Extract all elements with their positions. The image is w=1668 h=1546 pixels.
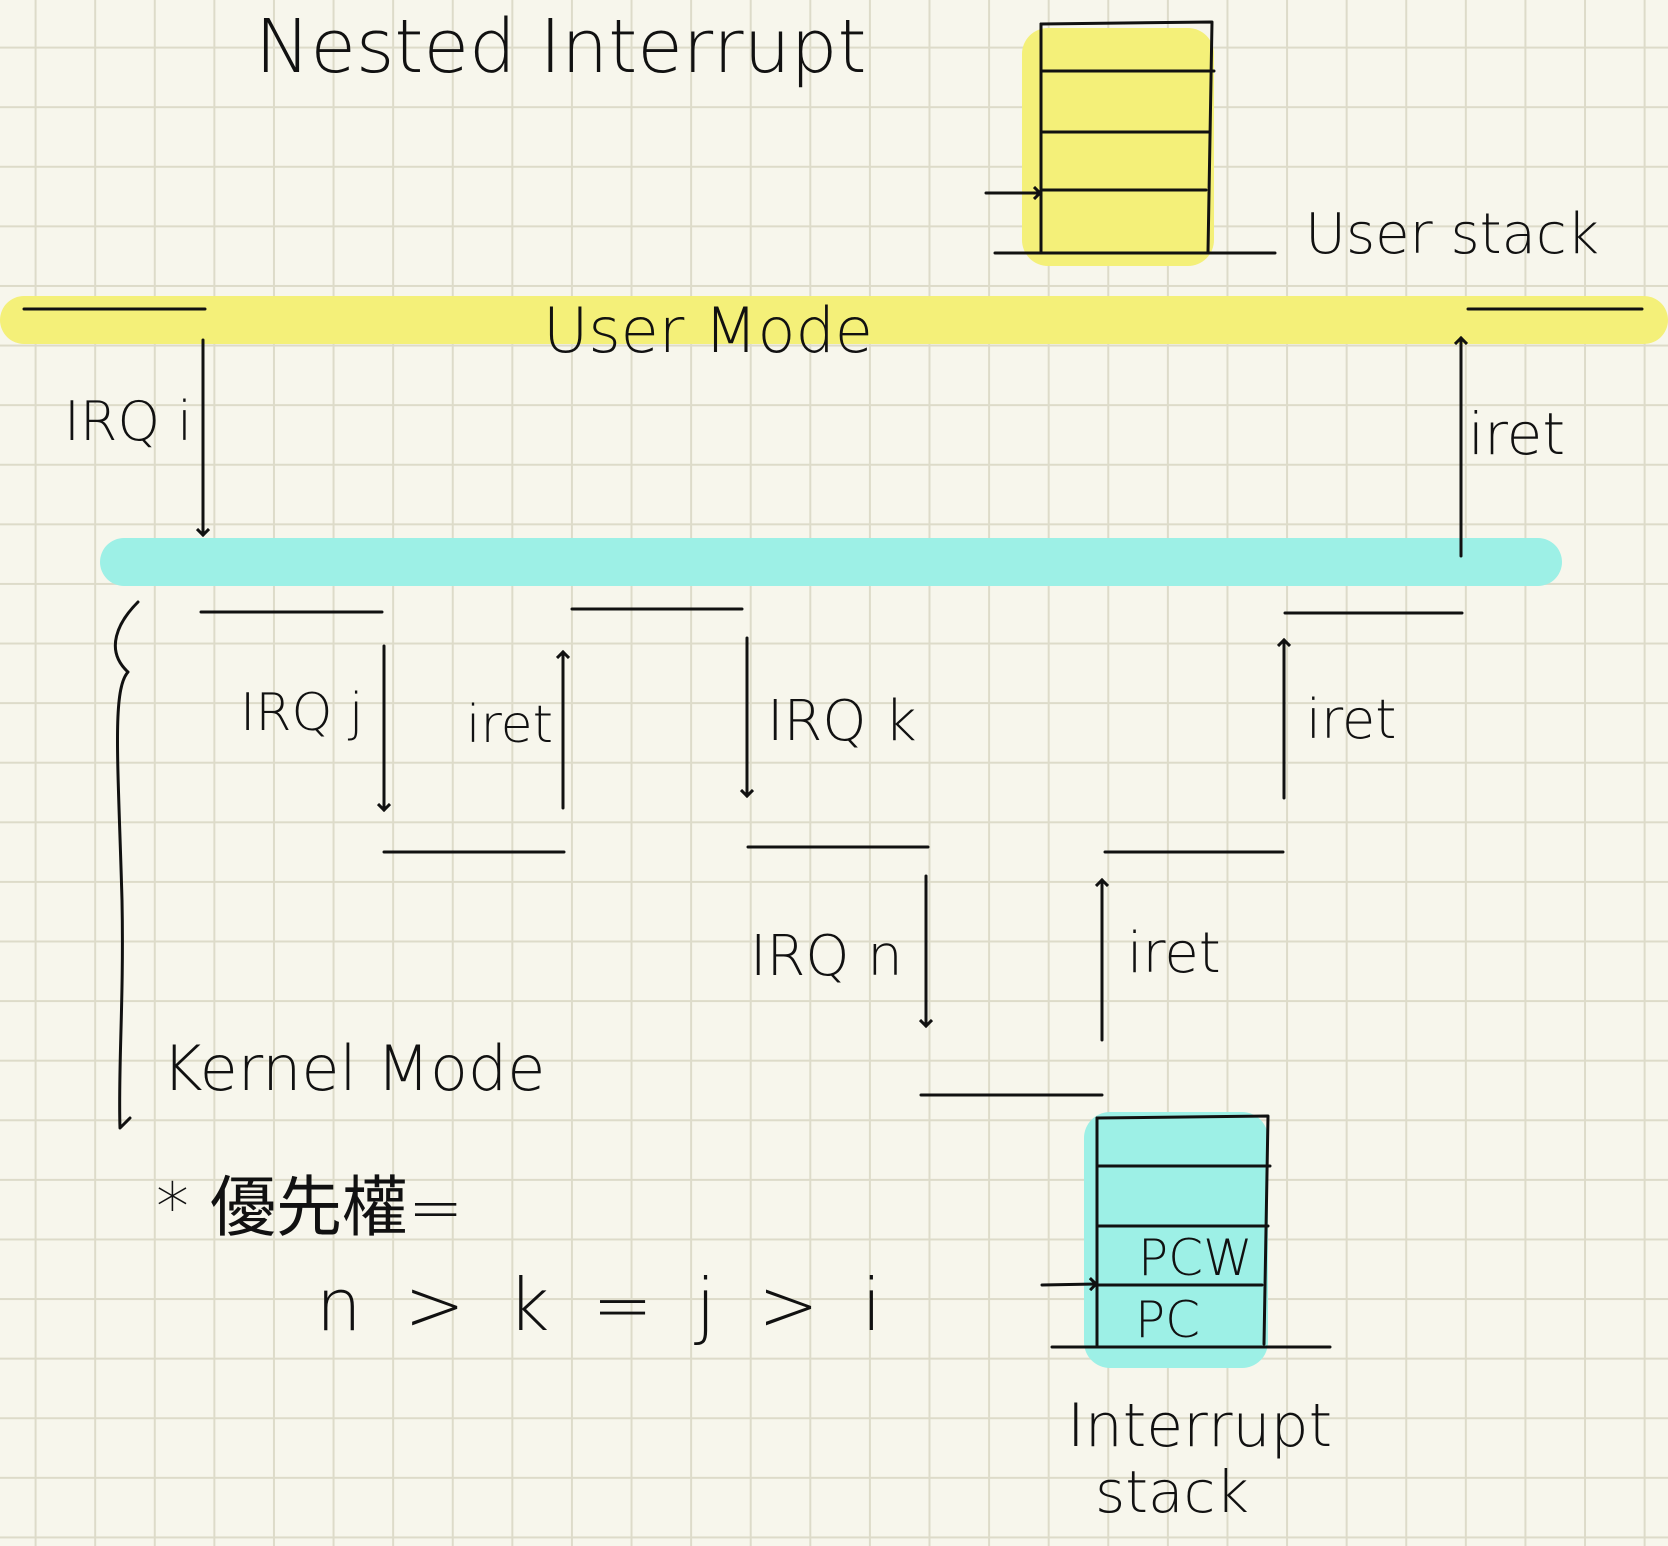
irq-i-label: IRQ i xyxy=(64,390,192,453)
irq-n-label: IRQ n xyxy=(750,924,903,989)
interrupt-stack-highlight xyxy=(1084,1112,1268,1368)
interrupt-stack-pointer-arrow xyxy=(1040,1284,1096,1285)
interrupt-stack-cell-pc: PC xyxy=(1135,1291,1200,1349)
user-mode-highlight xyxy=(0,296,1668,344)
iret-k-label: iret xyxy=(1306,688,1396,751)
interrupt-stack-cell-pcw: PCW xyxy=(1138,1229,1253,1287)
interrupt-stack-label-line2: stack xyxy=(1095,1458,1249,1526)
user-stack-highlight xyxy=(1022,28,1214,266)
iret-j-label: iret xyxy=(466,695,553,755)
kernel-mode-highlight xyxy=(100,538,1562,586)
priority-label: * 優先權= xyxy=(156,1169,463,1246)
iret-user-label: iret xyxy=(1468,400,1565,468)
page-title: Nested Interrupt xyxy=(255,4,866,90)
user-stack-label: User stack xyxy=(1305,202,1599,267)
kernel-mode-brace xyxy=(113,600,140,1130)
user-stack: User stack xyxy=(984,20,1599,267)
kernel-mode-label: Kernel Mode xyxy=(162,1032,545,1105)
priority-order: n > k = j > i xyxy=(316,1263,892,1347)
iret-n-label: iret xyxy=(1127,921,1221,986)
interrupt-stack-label-line1: Interrupt xyxy=(1067,1391,1332,1461)
irq-k-label: IRQ k xyxy=(767,689,917,754)
interrupt-stack: PCW PC Interrupt stack xyxy=(1040,1112,1332,1526)
user-mode-label: User Mode xyxy=(543,294,873,367)
irq-j-label: IRQ j xyxy=(240,683,363,743)
